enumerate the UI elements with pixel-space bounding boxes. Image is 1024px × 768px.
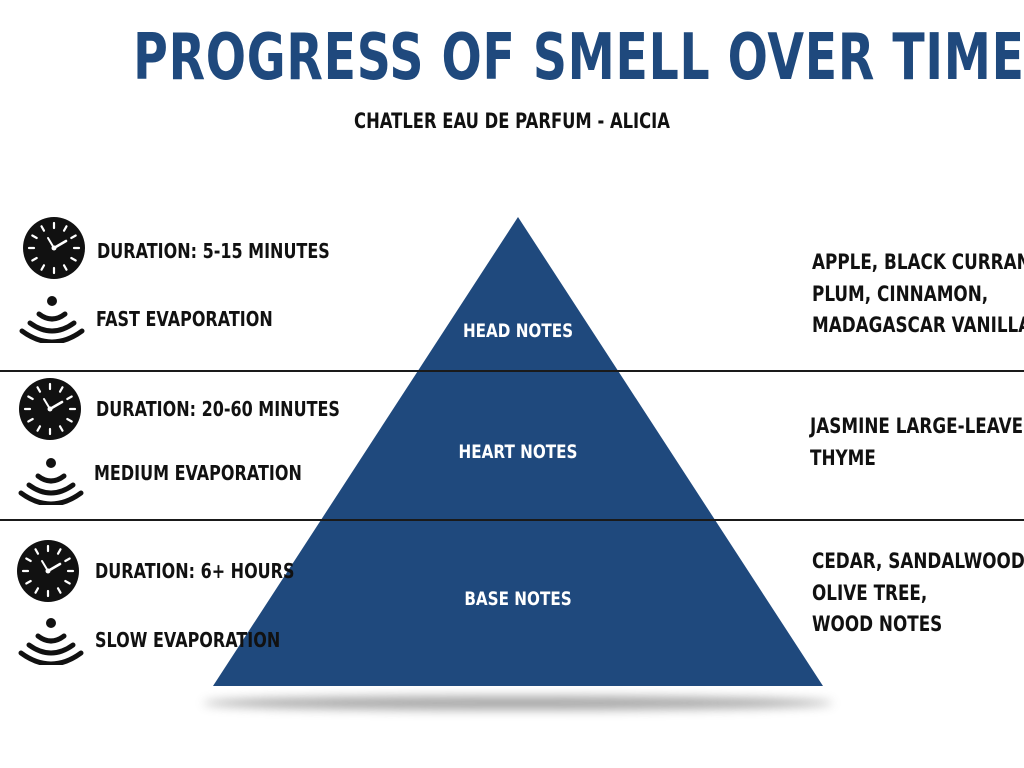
base-duration-text: DURATION: 6+ HOURS — [95, 559, 295, 583]
tier-divider-head-heart — [0, 370, 1024, 372]
heart-note-line: THYME — [810, 445, 876, 470]
evaporation-waves-icon — [18, 458, 84, 505]
heart-duration-text: DURATION: 20-60 MINUTES — [96, 397, 340, 421]
page-title: PROGRESS OF SMELL OVER TIME — [133, 21, 1024, 95]
pyramid-shadow — [203, 696, 833, 710]
base-notes-label: BASE NOTES — [464, 588, 572, 610]
page-subtitle: CHATLER EAU DE PARFUM - ALICIA — [354, 109, 670, 133]
head-note-line: MADAGASCAR VANILLA — [812, 313, 1024, 337]
heart-note-line: JASMINE LARGE-LEAVED, — [810, 414, 1024, 438]
tier-divider-heart-base — [0, 519, 1024, 521]
heart-evaporation-text: MEDIUM EVAPORATION — [94, 461, 302, 485]
clock-icon — [17, 540, 79, 602]
base-evaporation-text: SLOW EVAPORATION — [95, 628, 281, 652]
head-notes-label: HEAD NOTES — [462, 320, 574, 342]
head-note-line: PLUM, CINNAMON, — [812, 281, 989, 306]
base-note-line: WOOD NOTES — [812, 612, 943, 636]
head-note-line: APPLE, BLACK CURRANT, — [812, 250, 1024, 274]
heart-notes-label: HEART NOTES — [458, 441, 578, 463]
head-evaporation-text: FAST EVAPORATION — [96, 307, 273, 331]
base-note-line: OLIVE TREE, — [812, 580, 928, 605]
evaporation-waves-icon — [19, 296, 85, 343]
head-duration-text: DURATION: 5-15 MINUTES — [97, 239, 330, 263]
clock-icon — [23, 217, 85, 279]
base-notes-list: CEDAR, SANDALWOOD, OLIVE TREE, WOOD NOTE… — [812, 546, 1024, 641]
pyramid-shape — [213, 217, 823, 686]
base-note-line: CEDAR, SANDALWOOD, — [812, 549, 1024, 573]
evaporation-waves-icon — [18, 618, 84, 665]
heart-notes-list: JASMINE LARGE-LEAVED, THYME — [810, 411, 1024, 474]
clock-icon — [19, 378, 81, 440]
head-notes-list: APPLE, BLACK CURRANT, PLUM, CINNAMON, MA… — [812, 247, 1024, 342]
